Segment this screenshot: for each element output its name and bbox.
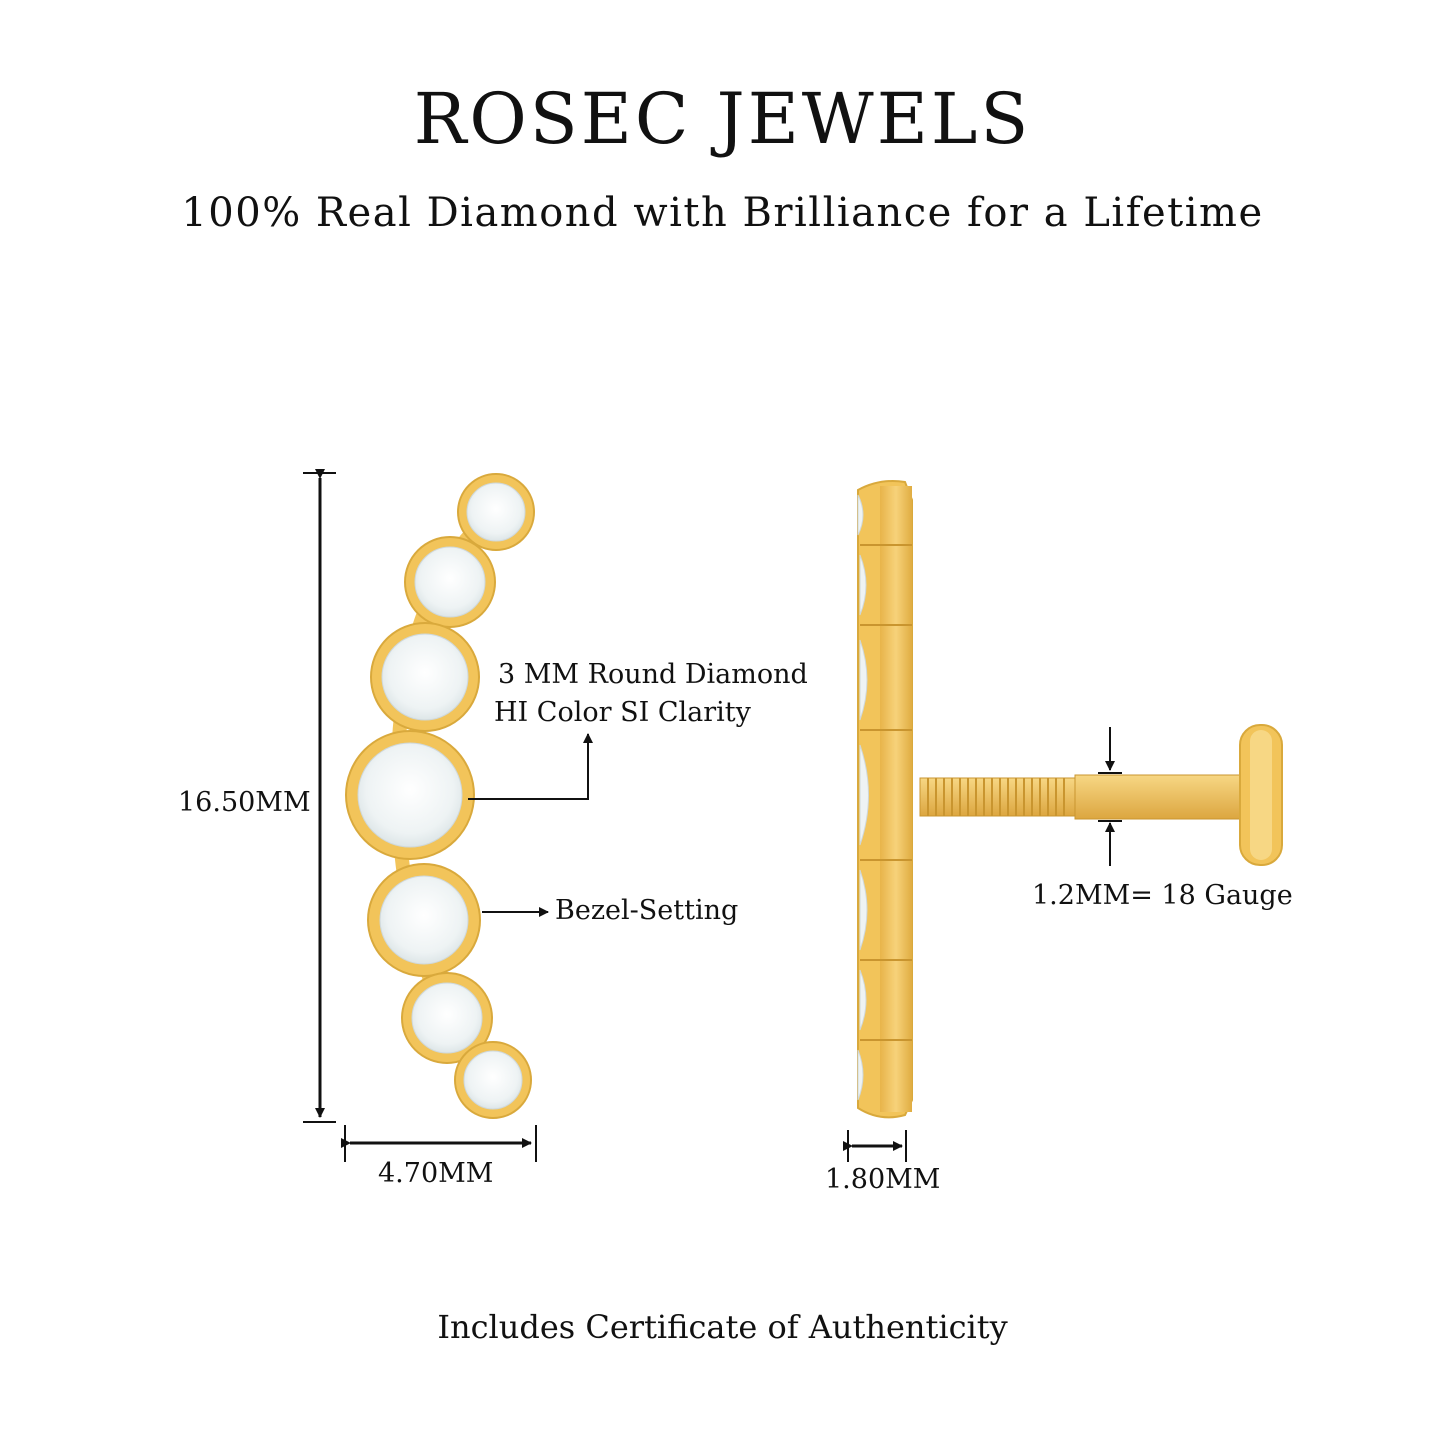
- height-dimension: [303, 469, 336, 1123]
- gauge-dimension: [1098, 727, 1122, 866]
- certificate-note: Includes Certificate of Authenticity: [437, 1308, 1008, 1346]
- side-view-earring: [857, 480, 1283, 1119]
- setting-label: Bezel-Setting: [555, 895, 739, 926]
- diamond-stone: [404, 536, 496, 628]
- diamond-stone: [370, 622, 480, 732]
- thickness-label: 1.80MM: [825, 1164, 941, 1195]
- height-label: 16.50MM: [178, 787, 311, 818]
- gauge-label: 1.2MM= 18 Gauge: [1032, 880, 1293, 911]
- width-dimension: [341, 1125, 537, 1162]
- stone-callout-arrow: [468, 733, 593, 800]
- width-label: 4.70MM: [378, 1158, 494, 1189]
- diamond-stone: [454, 1041, 532, 1119]
- diamond-stone: [345, 730, 475, 860]
- thickness-dimension: [843, 1130, 907, 1162]
- stone-quality-label: HI Color SI Clarity: [494, 697, 751, 728]
- front-view-earring: [345, 473, 535, 1119]
- tagline: 100% Real Diamond with Brilliance for a …: [181, 190, 1264, 236]
- brand-title: ROSEC JEWELS: [413, 78, 1032, 160]
- diamond-stone: [401, 972, 493, 1064]
- stone-spec-label: 3 MM Round Diamond: [498, 659, 808, 690]
- diamond-stone: [457, 473, 535, 551]
- diamond-stone: [367, 863, 481, 977]
